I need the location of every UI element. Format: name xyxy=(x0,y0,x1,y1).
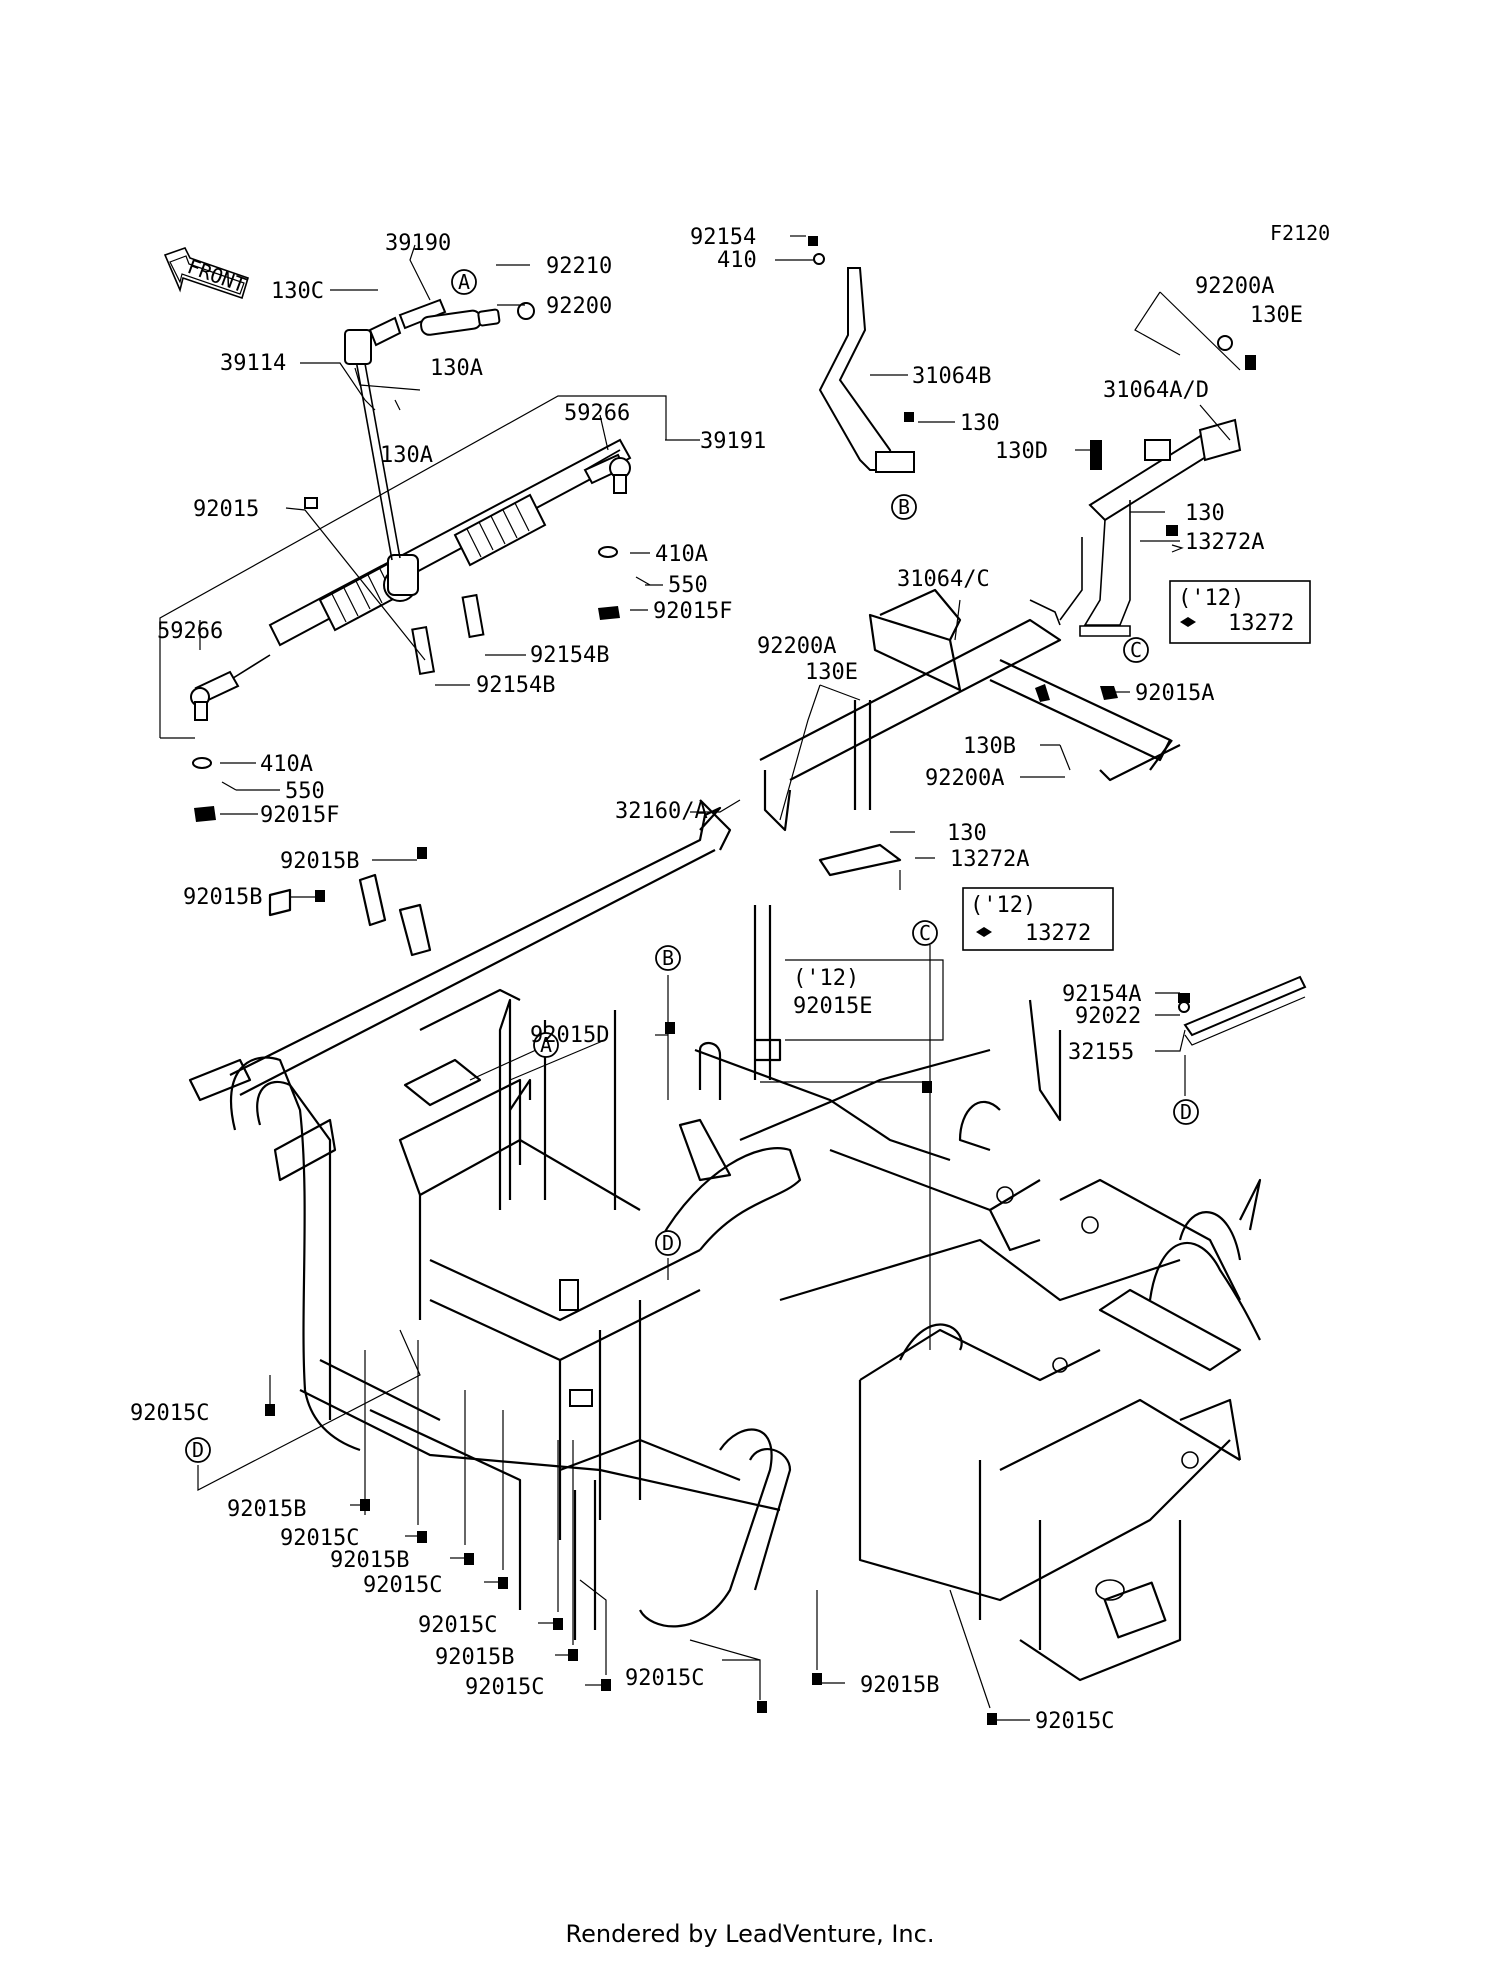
part-92210: 92210 xyxy=(546,254,612,279)
year-note-2: ('12) xyxy=(970,893,1036,918)
diagram-code: F2120 xyxy=(1270,221,1330,245)
leader-lines xyxy=(197,235,1241,1721)
part-92154B-1: 92154B xyxy=(530,643,609,668)
part-130D: 130D xyxy=(995,439,1048,464)
part-130A-2: 130A xyxy=(380,443,433,468)
cross-frame-31064C xyxy=(759,588,1181,877)
washer-410A-left xyxy=(192,757,212,769)
callout-B-2: B xyxy=(662,946,674,970)
part-92154: 92154 xyxy=(690,225,756,250)
part-59266-2: 59266 xyxy=(157,619,223,644)
part-130-3: 130 xyxy=(947,821,987,846)
year-note-3: ('12) xyxy=(793,966,859,991)
washer-410A-right xyxy=(598,546,618,558)
part-32160A: 32160/A xyxy=(615,799,708,824)
callout-markers: A B C B C A D D D xyxy=(185,269,1199,1463)
tie-rod-end-left xyxy=(190,670,240,721)
part-130E-1: 130E xyxy=(1250,303,1303,328)
part-92015C-5: 92015C xyxy=(465,1675,544,1700)
part-92015F-2: 92015F xyxy=(260,803,339,828)
part-31064B: 31064B xyxy=(912,364,991,389)
callout-D-3: D xyxy=(192,1438,204,1462)
part-130E-2: 130E xyxy=(805,660,858,685)
part-92015C-7: 92015C xyxy=(1035,1709,1114,1734)
nut-92015F-right xyxy=(598,606,620,620)
part-13272A-1: 13272A xyxy=(1185,530,1264,555)
part-92022: 92022 xyxy=(1075,1004,1141,1029)
part-130C: 130C xyxy=(271,279,324,304)
part-39191: 39191 xyxy=(700,429,766,454)
part-410: 410 xyxy=(717,248,757,273)
part-92015E: 92015E xyxy=(793,994,872,1019)
part-31064A-D: 31064A/D xyxy=(1103,378,1209,403)
callout-C-1: C xyxy=(1130,638,1142,662)
part-92200A-2: 92200A xyxy=(757,634,836,659)
part-92015B-6: 92015B xyxy=(860,1673,939,1698)
year-note-boxes: ('12) 13272 ('12) 13272 ('12) xyxy=(785,580,1311,1041)
bracket-31064A-D xyxy=(1059,335,1256,637)
part-13272A-2: 13272A xyxy=(950,847,1029,872)
part-92015B-5: 92015B xyxy=(435,1645,514,1670)
nut-92015F-left xyxy=(194,806,216,822)
part-92015C-1: 92015C xyxy=(130,1401,209,1426)
part-130-1: 130 xyxy=(960,411,1000,436)
part-59266-1: 59266 xyxy=(564,401,630,426)
part-130-2: 130 xyxy=(1185,501,1225,526)
tie-rod-end-right xyxy=(583,453,631,494)
part-550-2: 550 xyxy=(285,779,325,804)
part-92015C-2: 92015C xyxy=(280,1526,359,1551)
part-92015B-2: 92015B xyxy=(183,885,262,910)
part-92015D: 92015D xyxy=(530,1023,609,1048)
part-92015C-4: 92015C xyxy=(418,1613,497,1638)
callout-A-1: A xyxy=(458,270,470,294)
part-13272-2: 13272 xyxy=(1025,921,1091,946)
part-550-1: 550 xyxy=(668,573,708,598)
part-13272-1: 13272 xyxy=(1228,611,1294,636)
steering-rack-assembly xyxy=(159,298,667,822)
part-92015C-6: 92015C xyxy=(625,1666,704,1691)
part-92015C-3: 92015C xyxy=(363,1573,442,1598)
bar-32155 xyxy=(1178,975,1307,1046)
part-92200: 92200 xyxy=(546,294,612,319)
part-92154A: 92154A xyxy=(1062,982,1141,1007)
part-32155: 32155 xyxy=(1068,1040,1134,1065)
front-arrow-icon: FRONT xyxy=(163,247,249,300)
callout-D-1: D xyxy=(1180,1100,1192,1124)
callout-C-2: C xyxy=(919,921,931,945)
part-92015B-4: 92015B xyxy=(330,1548,409,1573)
front-label: FRONT xyxy=(184,254,249,297)
part-92015: 92015 xyxy=(193,497,259,522)
part-92015A: 92015A xyxy=(1135,681,1214,706)
footer-credit: Rendered by LeadVenture, Inc. xyxy=(565,1920,935,1948)
part-31064C: 31064/C xyxy=(897,567,990,592)
part-92015B-1: 92015B xyxy=(280,849,359,874)
part-92200A-1: 92200A xyxy=(1195,274,1274,299)
part-39114: 39114 xyxy=(220,351,286,376)
part-labels: 39190 92210 130C 92200 39114 130A 130A 5… xyxy=(130,225,1303,1734)
part-92200A-3: 92200A xyxy=(925,766,1004,791)
part-410A-1: 410A xyxy=(655,542,708,567)
year-note-1: ('12) xyxy=(1178,586,1244,611)
callout-D-2: D xyxy=(662,1231,674,1255)
callout-A-2: A xyxy=(540,1033,552,1057)
bracket-31064B xyxy=(808,236,915,473)
callout-B-1: B xyxy=(898,495,910,519)
part-92015F-1: 92015F xyxy=(653,599,732,624)
part-410A-2: 410A xyxy=(260,752,313,777)
main-frame-32160 xyxy=(188,799,1262,1682)
rack-boot-right xyxy=(453,493,547,567)
part-92015B-3: 92015B xyxy=(227,1497,306,1522)
part-39190: 39190 xyxy=(385,231,451,256)
part-92154B-2: 92154B xyxy=(476,673,555,698)
part-130B: 130B xyxy=(963,734,1016,759)
part-130A-1: 130A xyxy=(430,356,483,381)
